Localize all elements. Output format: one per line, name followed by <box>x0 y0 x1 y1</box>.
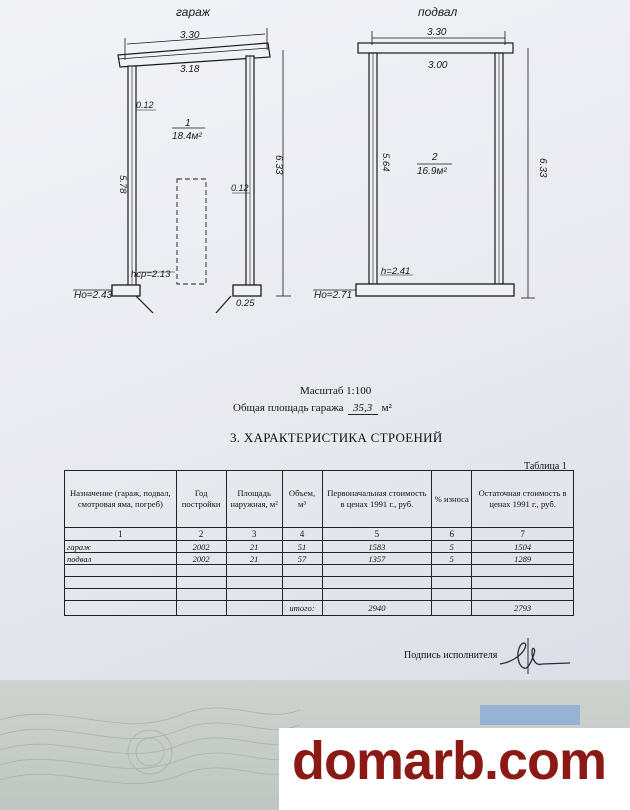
table-row-empty <box>64 564 574 577</box>
total-initial-cost: 2940 <box>321 600 433 616</box>
cellar-height: h=2.41 <box>381 266 410 277</box>
cellar-outer-length: 6.33 <box>537 158 548 178</box>
column-number-row: 1 2 3 4 5 6 7 <box>64 527 574 541</box>
cellar-inner-length: 5.64 <box>380 153 391 172</box>
column-number: 3 <box>225 527 283 541</box>
table-cell: 5 <box>431 540 473 553</box>
total-area-label: Общая площадь гаража <box>233 402 344 414</box>
garage-title: гараж <box>176 5 211 19</box>
total-area-value: 35,3 <box>347 402 378 415</box>
table-cell: 57 <box>281 552 323 565</box>
section-title: 3. ХАРАКТЕРИСТИКА СТРОЕНИЙ <box>230 430 443 445</box>
table-row-empty <box>64 576 574 589</box>
table-cell: 2002 <box>175 540 227 553</box>
cellar-room-area: 16.9м² <box>417 166 447 177</box>
table-cell: 1357 <box>321 552 433 565</box>
column-header: % износа <box>431 470 473 528</box>
signature-label: Подпись исполнителя <box>404 650 498 661</box>
garage-outer-length: 6.33 <box>273 155 284 175</box>
garage-room-area: 18.4м² <box>172 131 202 142</box>
table-cell: 5 <box>431 552 473 565</box>
column-number: 1 <box>64 527 177 541</box>
garage-door-width: 0.25 <box>236 298 255 309</box>
cellar-inner-width: 3.00 <box>428 60 448 71</box>
garage-right-wall: 0.12 <box>231 183 249 193</box>
table-cell: 1289 <box>471 552 574 565</box>
cellar-title: подвал <box>418 5 457 19</box>
garage-outer-width: 3.30 <box>180 30 200 41</box>
column-number: 6 <box>431 527 473 541</box>
cellar-floor-level: Hо=2.71 <box>314 290 352 301</box>
table-header-row: Назначение (гараж, подвал, смотровая яма… <box>64 470 574 528</box>
table-row: подвал 2002 21 57 1357 5 1289 <box>64 552 574 565</box>
total-area-unit: м² <box>381 402 392 414</box>
watermark-background <box>279 728 630 810</box>
cellar-plan <box>313 31 535 299</box>
table-cell: 21 <box>225 552 283 565</box>
table-row-empty <box>64 588 574 601</box>
column-header: Площадь наружная, м² <box>225 470 283 528</box>
garage-room-number: 1 <box>185 118 191 129</box>
table-cell: 51 <box>281 540 323 553</box>
total-residual-cost: 2793 <box>471 600 574 616</box>
column-header: Остаточная стоимость в ценах 1991 г., ру… <box>471 470 574 528</box>
table-total-row: итого: 2940 2793 <box>64 600 574 616</box>
column-number: 2 <box>175 527 227 541</box>
total-label: итого: <box>281 600 323 616</box>
table-caption: Таблица 1 <box>524 461 567 472</box>
table-cell: 1504 <box>471 540 574 553</box>
column-header: Год постройки <box>175 470 227 528</box>
column-header: Объем, м³ <box>281 470 323 528</box>
signature-mark <box>499 638 571 674</box>
garage-pit-height: hср=2.13 <box>131 269 171 280</box>
table-cell: 1583 <box>321 540 433 553</box>
table-cell: подвал <box>64 552 177 565</box>
characteristics-table: Назначение (гараж, подвал, смотровая яма… <box>64 470 574 616</box>
floor-plan-drawing: гараж 3.30 3.18 0.12 1 18.4м² 0.12 hср=2… <box>73 5 548 314</box>
table-cell: 2002 <box>175 552 227 565</box>
garage-inner-width: 3.18 <box>180 64 200 75</box>
table-cell: гараж <box>64 540 177 553</box>
table-cell: 21 <box>225 540 283 553</box>
scale-label: Масштаб 1:100 <box>300 385 372 397</box>
garage-plan <box>73 28 291 314</box>
table-row: гараж 2002 21 51 1583 5 1504 <box>64 540 574 553</box>
column-header: Первоначальная стоимость в ценах 1991 г.… <box>321 470 433 528</box>
watermark-logo: domarb.com <box>292 731 607 791</box>
garage-floor-level: Hо=2.43 <box>74 290 113 301</box>
column-number: 7 <box>471 527 574 541</box>
cellar-room-number: 2 <box>431 152 438 163</box>
garage-wall-thickness: 0.12 <box>136 100 154 110</box>
garage-inner-length: 5.78 <box>117 175 128 194</box>
column-number: 5 <box>321 527 433 541</box>
column-header: Назначение (гараж, подвал, смотровая яма… <box>64 470 177 528</box>
column-number: 4 <box>281 527 323 541</box>
cellar-outer-width: 3.30 <box>427 27 447 38</box>
